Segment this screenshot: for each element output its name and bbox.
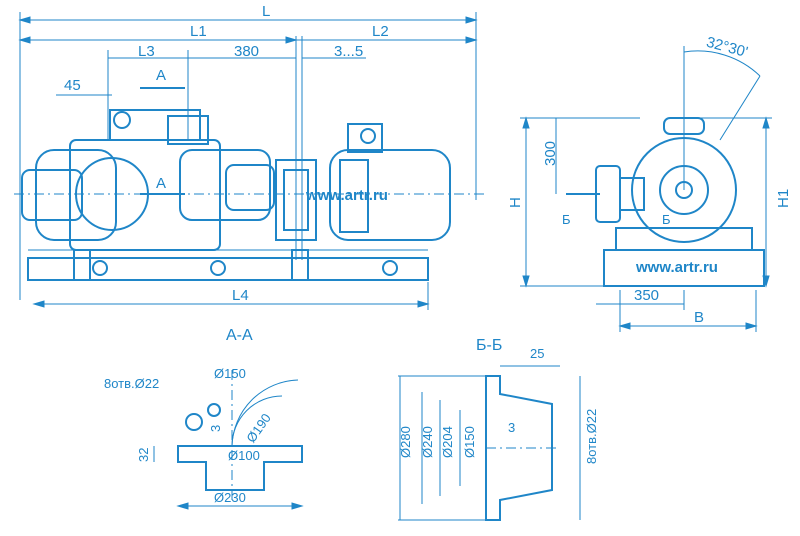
arrow xyxy=(417,300,430,308)
section-aa-title: А-А xyxy=(226,327,253,344)
bb-d204: Ø204 xyxy=(440,426,455,458)
section-a-a: А-А 8отв.Ø22 Ø150 Ø190 Ø100 Ø230 3 32 xyxy=(104,327,304,510)
bb-d280: Ø280 xyxy=(398,426,413,458)
arrow xyxy=(522,275,530,288)
gauge-icon xyxy=(113,111,131,129)
bb-d150: Ø150 xyxy=(462,426,477,458)
foot xyxy=(73,249,91,281)
flange-aa-outline xyxy=(231,379,299,447)
label-B-left: Б xyxy=(562,212,571,227)
aa-holes: 8отв.Ø22 xyxy=(104,376,159,391)
arrow xyxy=(18,36,31,44)
label-3-5: 3...5 xyxy=(334,43,363,60)
pump-shaft-housing xyxy=(659,165,709,215)
pump-shaft xyxy=(675,181,693,199)
end-nozzle xyxy=(619,177,645,211)
coupling-guard xyxy=(275,159,317,241)
arrow xyxy=(762,116,770,129)
aa-t3: 3 xyxy=(208,425,223,432)
terminal-icon xyxy=(360,128,376,144)
coupling xyxy=(283,169,309,231)
watermark-2: www.artr.ru xyxy=(635,259,718,276)
pump-top-housing xyxy=(109,109,201,141)
bb-t3: 3 xyxy=(508,420,515,435)
arrow xyxy=(618,322,631,330)
aa-d230: Ø230 xyxy=(214,490,246,505)
arrow xyxy=(291,502,304,510)
label-45: 45 xyxy=(64,77,81,94)
pump-casing-left xyxy=(35,149,117,241)
pump-inlet-flange xyxy=(21,169,83,221)
bb-d240: Ø240 xyxy=(420,426,435,458)
flange-bb-section xyxy=(485,375,553,521)
section-bb-title: Б-Б xyxy=(476,337,502,354)
label-B: B xyxy=(694,309,704,326)
bb-w25: 25 xyxy=(530,346,544,361)
arrow xyxy=(465,36,478,44)
label-L4: L4 xyxy=(232,287,249,304)
label-H1: H1 xyxy=(775,189,792,208)
foot xyxy=(291,249,309,281)
label-A-bottom: A xyxy=(156,175,166,192)
motor-body xyxy=(329,149,451,241)
arrow xyxy=(18,16,31,24)
base-frame xyxy=(27,257,429,281)
aa-h32: 32 xyxy=(136,448,151,462)
label-L3: L3 xyxy=(138,43,155,60)
pump-casing-right xyxy=(179,149,271,221)
pump-valve xyxy=(167,115,209,145)
arrow xyxy=(285,36,298,44)
bolt-hole-icon xyxy=(210,260,226,276)
label-A-top: A xyxy=(156,67,166,84)
motor-terminal-box xyxy=(347,123,383,153)
arrow xyxy=(32,300,45,308)
end-support xyxy=(615,227,753,251)
label-H: H xyxy=(507,197,524,208)
bolt-hole-icon xyxy=(382,260,398,276)
aa-d150: Ø150 xyxy=(214,366,246,381)
label-L2: L2 xyxy=(372,23,389,40)
angle-arc xyxy=(683,50,761,77)
pump-end-casing xyxy=(631,137,737,243)
end-top-bolt xyxy=(663,117,705,135)
label-300: 300 xyxy=(542,141,559,166)
label-350: 350 xyxy=(634,287,659,304)
arrow xyxy=(176,502,189,510)
label-L: L xyxy=(262,3,270,20)
end-base xyxy=(603,249,765,287)
bolt-hole-icon xyxy=(207,403,221,417)
watermark-1: www.artr.ru xyxy=(305,187,388,204)
end-view: H 300 H1 32°30' Б Б 350 B www.artr.ru xyxy=(507,34,792,332)
arrow xyxy=(465,16,478,24)
arrow xyxy=(522,116,530,129)
flange-aa-bolt-circle xyxy=(231,395,283,447)
arrow xyxy=(745,322,758,330)
label-angle: 32°30' xyxy=(704,34,749,61)
motor-fins xyxy=(339,159,369,233)
label-380: 380 xyxy=(234,43,259,60)
bolt-hole-icon xyxy=(185,413,203,431)
label-L1: L1 xyxy=(190,23,207,40)
side-view: L L1 L2 L3 380 3...5 45 A A xyxy=(14,3,484,310)
label-B-right: Б xyxy=(662,212,671,227)
section-b-b: Б-Б 25 Ø280 Ø240 Ø204 Ø150 3 8отв.Ø22 xyxy=(398,337,599,521)
aa-d100: Ø100 xyxy=(228,448,260,463)
bolt-hole-icon xyxy=(92,260,108,276)
pump-outlet-flange xyxy=(225,164,275,211)
flange-aa-section xyxy=(177,445,303,491)
aa-d190: Ø190 xyxy=(243,411,274,446)
angle-ray xyxy=(719,75,761,141)
bb-holes: 8отв.Ø22 xyxy=(584,409,599,464)
